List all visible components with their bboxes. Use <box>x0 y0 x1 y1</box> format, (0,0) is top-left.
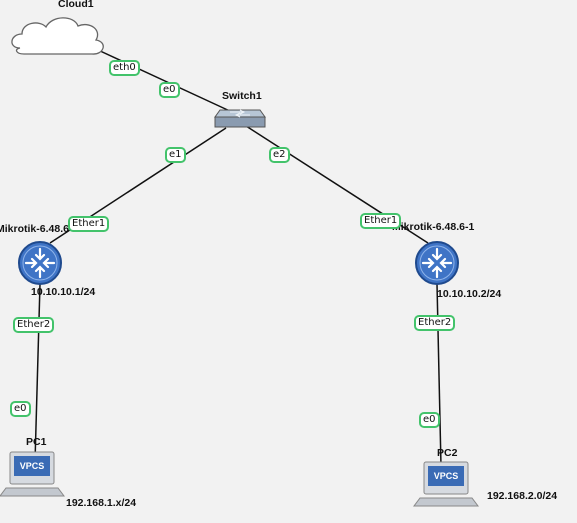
router-right-label: Mikrotik-6.48.6-1 <box>392 221 475 233</box>
port-label-switch-e2: e2 <box>269 147 290 163</box>
switch-icon[interactable] <box>214 109 266 128</box>
pc1-label: PC1 <box>26 436 47 448</box>
pc1-vpcs-icon[interactable]: VPCS <box>0 451 65 497</box>
router-right-ip-note: 10.10.10.2/24 <box>437 288 502 300</box>
switch-label: Switch1 <box>222 90 262 102</box>
link-router-left-pc1[interactable] <box>34 283 41 463</box>
link-router-right-pc2[interactable] <box>436 283 442 467</box>
pc2-network-note: 192.168.2.0/24 <box>487 490 558 502</box>
router-left-label: Mikrotik-6.48.6-2 <box>0 223 79 235</box>
port-label-router-left-ether1: Ether1 <box>68 216 110 232</box>
router-left-icon[interactable] <box>18 241 62 285</box>
port-label-cloud-eth0: eth0 <box>109 60 140 76</box>
port-label-switch-e1: e1 <box>165 147 186 163</box>
pc1-network-note: 192.168.1.x/24 <box>66 497 137 509</box>
pc1-vpcs-badge: VPCS <box>20 461 45 471</box>
router-right-icon[interactable] <box>415 241 459 285</box>
pc2-label: PC2 <box>437 447 458 459</box>
port-label-switch-e0: e0 <box>159 82 180 98</box>
port-label-router-right-ether2: Ether2 <box>414 315 456 331</box>
router-left-ip-note: 10.10.10.1/24 <box>31 286 96 298</box>
port-label-pc1-e0: e0 <box>10 401 31 417</box>
port-label-router-right-ether1: Ether1 <box>360 213 402 229</box>
cloud-icon[interactable] <box>11 17 104 55</box>
cloud-label: Cloud1 <box>58 0 94 10</box>
pc2-vpcs-badge: VPCS <box>434 471 459 481</box>
pc2-vpcs-icon[interactable]: VPCS <box>413 461 479 507</box>
port-label-router-left-ether2: Ether2 <box>13 317 55 333</box>
port-label-pc2-e0: e0 <box>419 412 440 428</box>
